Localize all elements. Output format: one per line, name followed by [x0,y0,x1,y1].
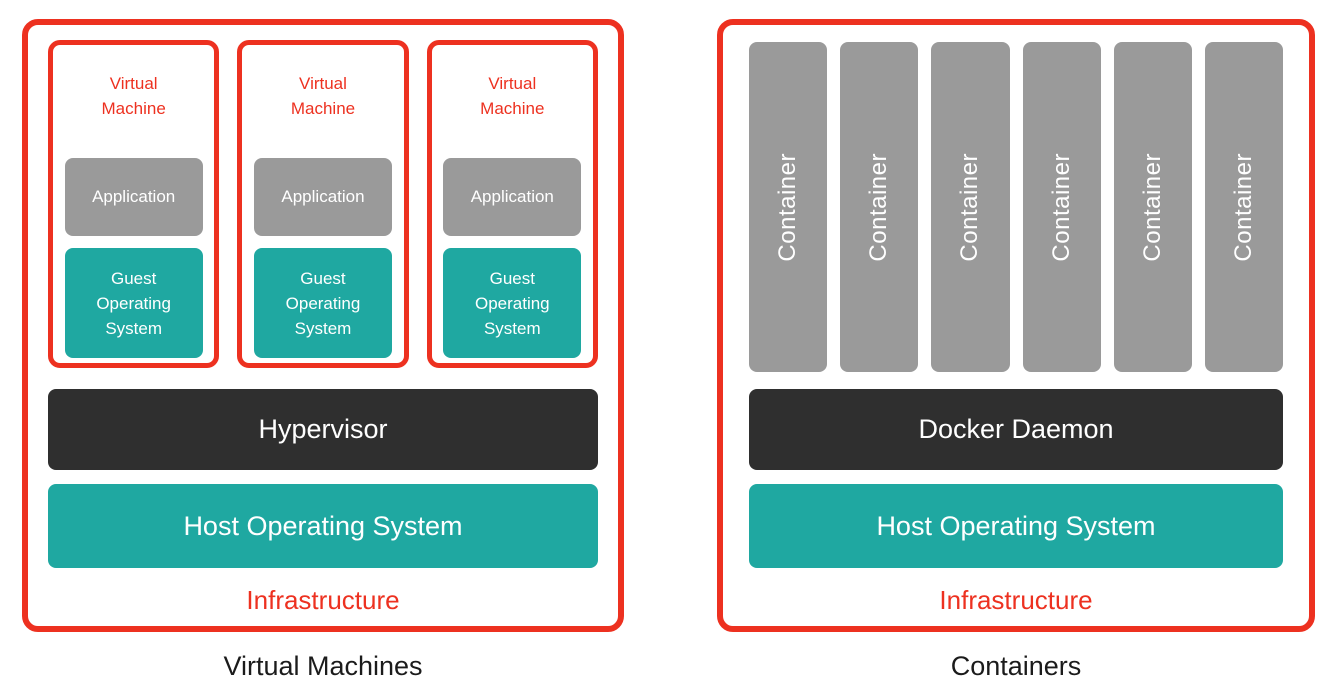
vm-title: Virtual Machine [290,74,356,118]
infrastructure-label: Infrastructure [939,585,1093,615]
container-label: Container [865,152,893,262]
vm-box-1: Virtual Machine Application Guest Operat… [48,40,220,368]
guest-os-label: Guest Operating System [474,268,550,338]
container-infrastructure-panel: Container Container Container Container … [717,19,1315,632]
application-label: Application [92,187,176,206]
vm-panel-content: Virtual Machine Application Guest Operat… [28,25,618,626]
hypervisor-bar: Hypervisor [48,389,598,470]
container-label: Container [1229,152,1257,262]
container-row: Container Container Container Container … [749,42,1284,372]
application-box: Application [253,158,392,236]
application-box: Application [443,158,582,236]
hypervisor-label: Hypervisor [258,414,388,444]
guest-os-box: Guest Operating System [64,248,203,358]
container-column-4: Container [1022,42,1101,372]
vm-figure-caption: Virtual Machines [223,651,423,681]
guest-os-box: Guest Operating System [253,248,392,358]
vm-box-3: Virtual Machine Application Guest Operat… [426,40,598,368]
guest-os-label: Guest Operating System [285,268,361,338]
container-column-6: Container [1204,42,1284,372]
application-box: Application [64,158,203,236]
host-os-label: Host Operating System [876,510,1156,541]
infrastructure-label: Infrastructure [246,585,400,615]
container-column-3: Container [931,42,1010,372]
container-column-1: Container [749,42,828,372]
vm-infrastructure-panel: Virtual Machine Application Guest Operat… [22,19,624,632]
container-label: Container [1047,152,1075,262]
container-column-2: Container [840,42,919,372]
docker-daemon-bar: Docker Daemon [749,389,1283,470]
containers-figure: Container Container Container Container … [717,19,1315,684]
virtual-machines-figure: Virtual Machine Application Guest Operat… [22,19,624,684]
application-label: Application [470,187,554,206]
vm-row: Virtual Machine Application Guest Operat… [48,40,598,368]
vm-title: Virtual Machine [101,74,166,118]
guest-os-label: Guest Operating System [96,268,171,338]
application-label: Application [281,187,365,206]
container-label: Container [956,152,984,262]
container-panel-content: Container Container Container Container … [723,25,1309,626]
containers-figure-caption: Containers [950,651,1082,681]
host-os-bar: Host Operating System [48,484,598,568]
host-os-label: Host Operating System [183,510,463,541]
container-column-5: Container [1113,42,1192,372]
container-label: Container [774,152,802,262]
vm-title: Virtual Machine [480,74,545,118]
vm-box-2: Virtual Machine Application Guest Operat… [237,40,409,368]
host-os-bar: Host Operating System [749,484,1283,568]
guest-os-box: Guest Operating System [443,248,582,358]
container-label: Container [1138,152,1166,262]
docker-daemon-label: Docker Daemon [918,414,1114,444]
